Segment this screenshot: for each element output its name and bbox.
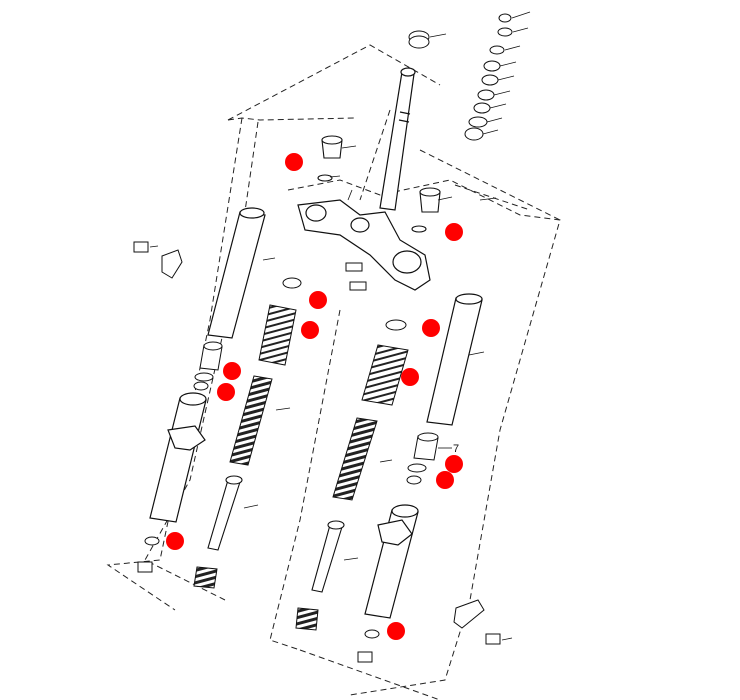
hotspot-marker-3[interactable]: [309, 291, 327, 309]
hotspot-marker-7[interactable]: [401, 368, 419, 386]
bearing-stack: [408, 13, 513, 141]
hotspot-marker-1[interactable]: [285, 153, 303, 171]
part-number-label: 7: [453, 443, 459, 455]
hotspot-marker-12[interactable]: [387, 622, 405, 640]
hotspot-marker-11[interactable]: [166, 532, 184, 550]
leader-lines: [149, 145, 513, 641]
steering-stem: [379, 67, 416, 211]
fork-boots: [258, 304, 409, 406]
fork-cap-bolts: [317, 135, 441, 233]
fork-clamps: [282, 277, 407, 331]
brake-hose-brackets: [161, 249, 485, 629]
inner-tubes: [207, 207, 483, 426]
hotspot-marker-8[interactable]: [217, 383, 235, 401]
outer-tubes: [149, 392, 419, 619]
bolts: [133, 241, 501, 663]
assembly-dashed-outlines: [106, 44, 561, 700]
damper-rods: [207, 475, 345, 593]
hotspot-marker-10[interactable]: [436, 471, 454, 489]
fork-springs: [193, 375, 378, 631]
under-bracket: [297, 199, 431, 291]
hotspot-markers: [166, 153, 463, 640]
hotspot-marker-5[interactable]: [422, 319, 440, 337]
bearing-leaders: [429, 11, 531, 135]
hotspot-marker-9[interactable]: [445, 455, 463, 473]
hotspot-marker-6[interactable]: [223, 362, 241, 380]
hotspot-marker-2[interactable]: [445, 223, 463, 241]
bushings-washers: [144, 341, 439, 639]
hotspot-marker-4[interactable]: [301, 321, 319, 339]
